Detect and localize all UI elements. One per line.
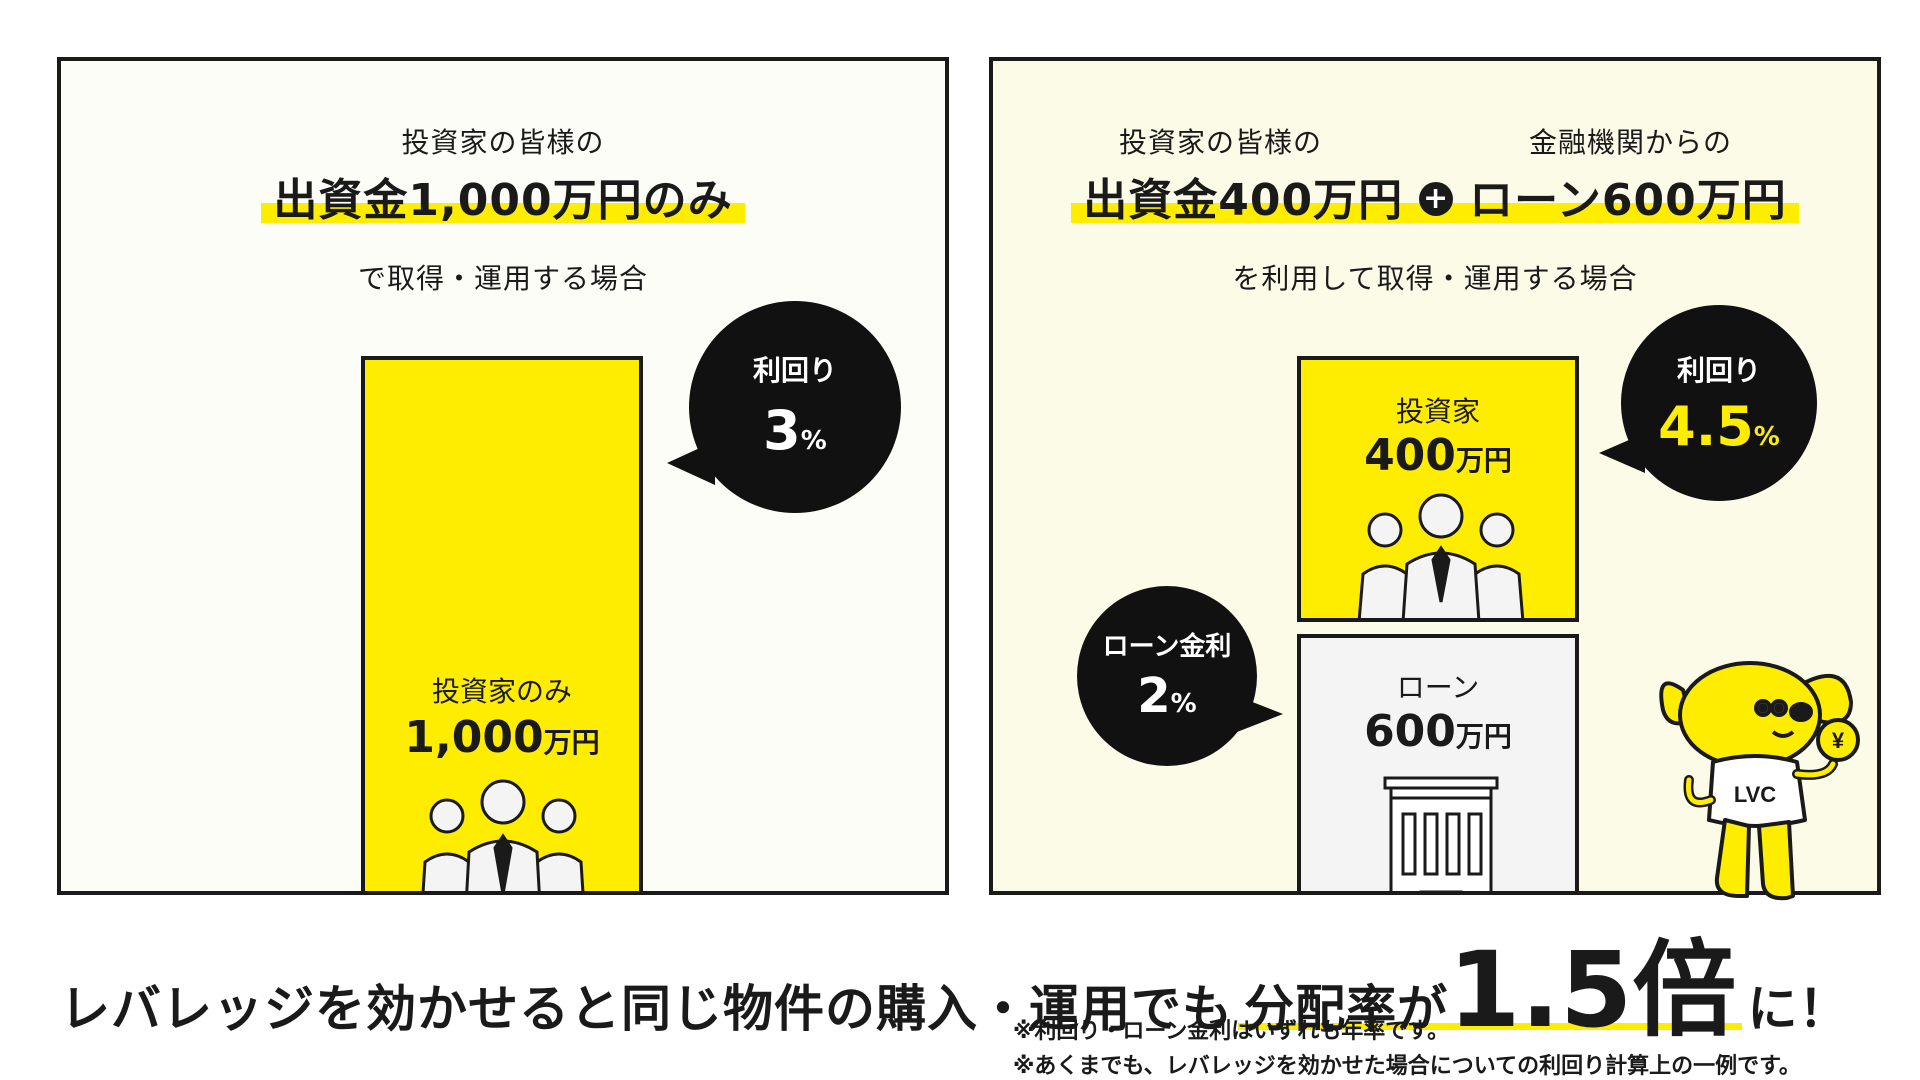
investor-box-number: 400: [1364, 430, 1456, 481]
loan-bar: ローン 600万円: [1297, 634, 1579, 891]
bubble-tail: [1599, 433, 1645, 473]
investor-box-label: 投資家: [1395, 395, 1480, 428]
note-example: ※あくまでも、レバレッジを効かせた場合についての利回り計算上の一例です。: [1013, 1054, 1801, 1079]
loan-box-number: 600: [1364, 706, 1456, 757]
bank-building-icon: [1383, 776, 1499, 891]
loan-rate-number: 2: [1137, 668, 1171, 724]
plus-icon: +: [1419, 182, 1454, 216]
headline-part2: 分配率が: [1244, 980, 1449, 1038]
loan-rate-bubble: ローン金利 2%: [1077, 586, 1283, 766]
investor-box-unit: 万円: [1455, 444, 1512, 477]
leverage-headline: レバレッジを効かせると同じ物件の購入・運用でも 分配率が1.5倍 に！: [60, 905, 1890, 1056]
loan-rate-value: 2%: [1077, 668, 1257, 724]
loan-rate-label: ローン金利: [1102, 632, 1232, 662]
yield-label-right: 利回り: [1676, 354, 1761, 387]
right-intro-text-a: 投資家の皆様の: [1119, 126, 1323, 159]
yield-label-left: 利回り: [752, 354, 837, 387]
headline-part1: レバレッジを効かせると同じ物件の購入・運用でも: [60, 980, 1233, 1038]
investor-group-icon: [1357, 493, 1525, 618]
loan-box-label: ローン: [1396, 671, 1480, 704]
investor-box-value: 400万円: [1301, 430, 1575, 481]
bubble-tail: [667, 441, 715, 485]
yield-number-left: 3: [763, 399, 801, 462]
yen-coin-text: ¥: [1832, 728, 1845, 753]
loan-rate-unit: %: [1170, 689, 1197, 719]
left-condition-text: で取得・運用する場合: [357, 262, 648, 295]
loan-box-value: 600万円: [1301, 706, 1575, 757]
yield-number-right: 4.5: [1658, 395, 1754, 458]
right-headline: 出資金400万円+ローン600万円: [1071, 179, 1799, 223]
panel-with-loan: 投資家の皆様の 金融機関からの 出資金400万円+ローン600万円 を利用して取…: [989, 57, 1881, 895]
investor-bar: 投資家 400万円: [1297, 356, 1579, 622]
panel-investor-only: 投資家の皆様の 出資金1,000万円のみ で取得・運用する場合 投資家のみ 1,…: [57, 57, 949, 895]
left-intro-text: 投資家の皆様の: [401, 126, 605, 159]
headline-multiplier: 1.5倍: [1448, 929, 1737, 1051]
yield-bubble-right: 利回り 4.5%: [1599, 305, 1817, 501]
yield-value-left: 3%: [689, 399, 901, 462]
yield-unit-left: %: [800, 426, 827, 456]
left-headline: 出資金1,000万円のみ: [261, 179, 745, 223]
bar-value-unit: 万円: [543, 726, 600, 759]
right-intro-text-b: 金融機関からの: [1529, 126, 1733, 159]
right-condition-text: を利用して取得・運用する場合: [1232, 262, 1638, 295]
headline-highlight: 分配率が1.5倍: [1238, 929, 1743, 1051]
right-headline-loan: ローン600万円: [1469, 175, 1787, 226]
bar-value: 1,000万円: [365, 712, 639, 763]
note-annual-rate: ※利回り・ローン金利はいずれも年率です。: [1013, 1019, 1450, 1044]
loan-box-unit: 万円: [1455, 720, 1512, 753]
headline-part4: に！: [1747, 980, 1850, 1038]
investor-only-bar: 投資家のみ 1,000万円: [361, 356, 643, 891]
right-headline-equity: 出資金400万円: [1083, 175, 1404, 226]
bar-value-number: 1,000: [404, 712, 544, 763]
mascot-dog-icon: LVC ¥: [1659, 661, 1860, 901]
right-headline-wrap: 出資金400万円+ローン600万円: [993, 179, 1877, 223]
bubble-tail: [1237, 696, 1283, 732]
investor-group-icon: [421, 779, 585, 891]
bar-label: 投資家のみ: [431, 675, 572, 708]
yield-value-right: 4.5%: [1621, 395, 1817, 458]
left-headline-wrap: 出資金1,000万円のみ: [61, 179, 945, 223]
yield-unit-right: %: [1753, 422, 1780, 452]
mascot-shirt-text: LVC: [1734, 782, 1776, 807]
yield-bubble-left: 利回り 3%: [667, 301, 901, 513]
